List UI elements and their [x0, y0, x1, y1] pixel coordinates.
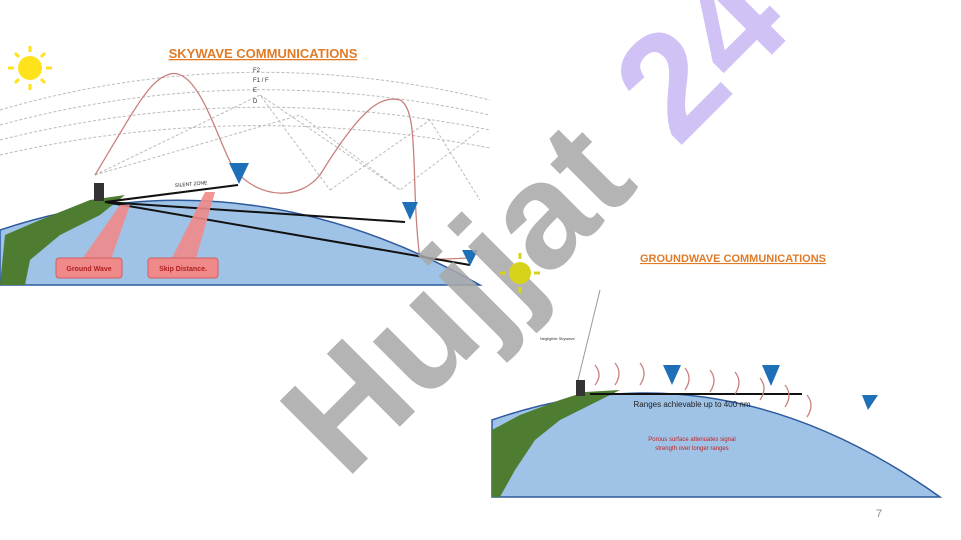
skywave-title: SKYWAVE COMMUNICATIONS [169, 46, 358, 61]
skywave-rays [104, 184, 471, 266]
antenna-label: Negligible Skywave [540, 336, 575, 341]
page-number: 7 [876, 508, 883, 520]
layer-e: E [253, 88, 257, 94]
ionosphere-layers [0, 71, 491, 201]
watermark-number: 24 [582, 0, 819, 171]
sun-icon [500, 253, 540, 293]
silent-zone-label: SILENT ZONE [175, 180, 209, 189]
land [0, 195, 125, 285]
skywave-diagram: SKYWAVE COMMUNICATIONS F2 F1 / F E D SIL… [0, 46, 491, 286]
groundwave-diagram: GROUNDWAVE COMMUNICATIONS Negligible Sky… [491, 253, 943, 498]
layer-d: D [253, 99, 258, 105]
sun-icon [8, 46, 52, 90]
attenuation-note-1: Porous surface attenuates signal [648, 437, 735, 443]
ship-icon [663, 365, 878, 410]
skip-distance-label: Skip Distance. [159, 266, 207, 273]
groundwave-title: GROUNDWAVE COMMUNICATIONS [640, 253, 826, 265]
ground-wave-label: Ground Wave [66, 266, 111, 273]
transmitter-icon [576, 380, 585, 396]
range-label: Ranges achievable up to 400 nm [634, 400, 751, 409]
land [492, 390, 620, 497]
layer-f1: F1 / F [253, 78, 269, 84]
moon-icon [470, 52, 484, 80]
ship-icon [229, 163, 478, 266]
skywave-path [94, 73, 471, 261]
sea [491, 392, 943, 498]
attenuation-note-2: strength over longer ranges [655, 446, 728, 452]
transmitter-icon [94, 183, 104, 201]
layer-f2: F2 [253, 68, 261, 74]
ground-wave-arcs [594, 362, 812, 418]
